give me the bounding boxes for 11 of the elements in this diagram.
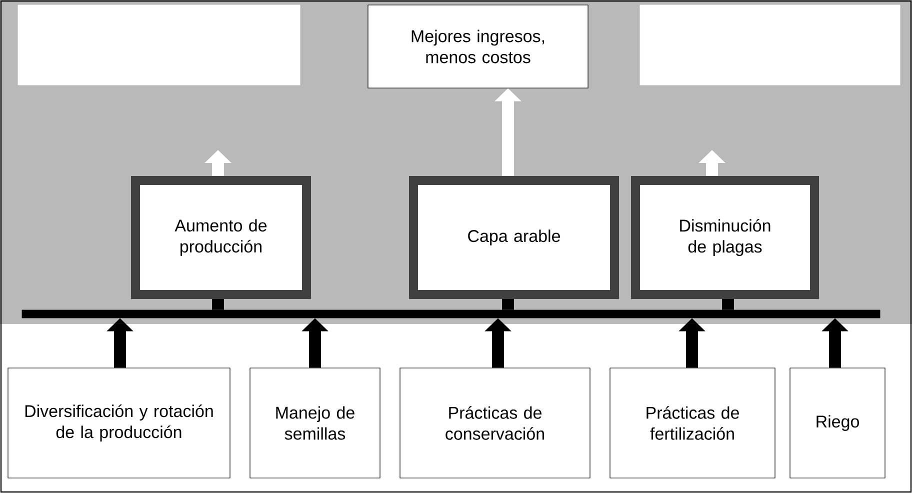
text-box: Disminución de plagas [631,176,819,299]
empty-box [640,4,900,86]
text-box: Capa arable [409,176,619,299]
empty-box [18,4,300,86]
text-box: Mejores ingresos, menos costos [368,4,588,88]
text-box: Aumento de producción [131,176,311,299]
text-box: Prácticas de conservación [400,368,590,478]
text-box: Manejo de semillas [250,368,380,478]
text-box: Diversificación y rotación de la producción [8,368,230,478]
text-box: Riego [790,368,886,478]
text-box: Prácticas de fertilización [610,368,776,478]
